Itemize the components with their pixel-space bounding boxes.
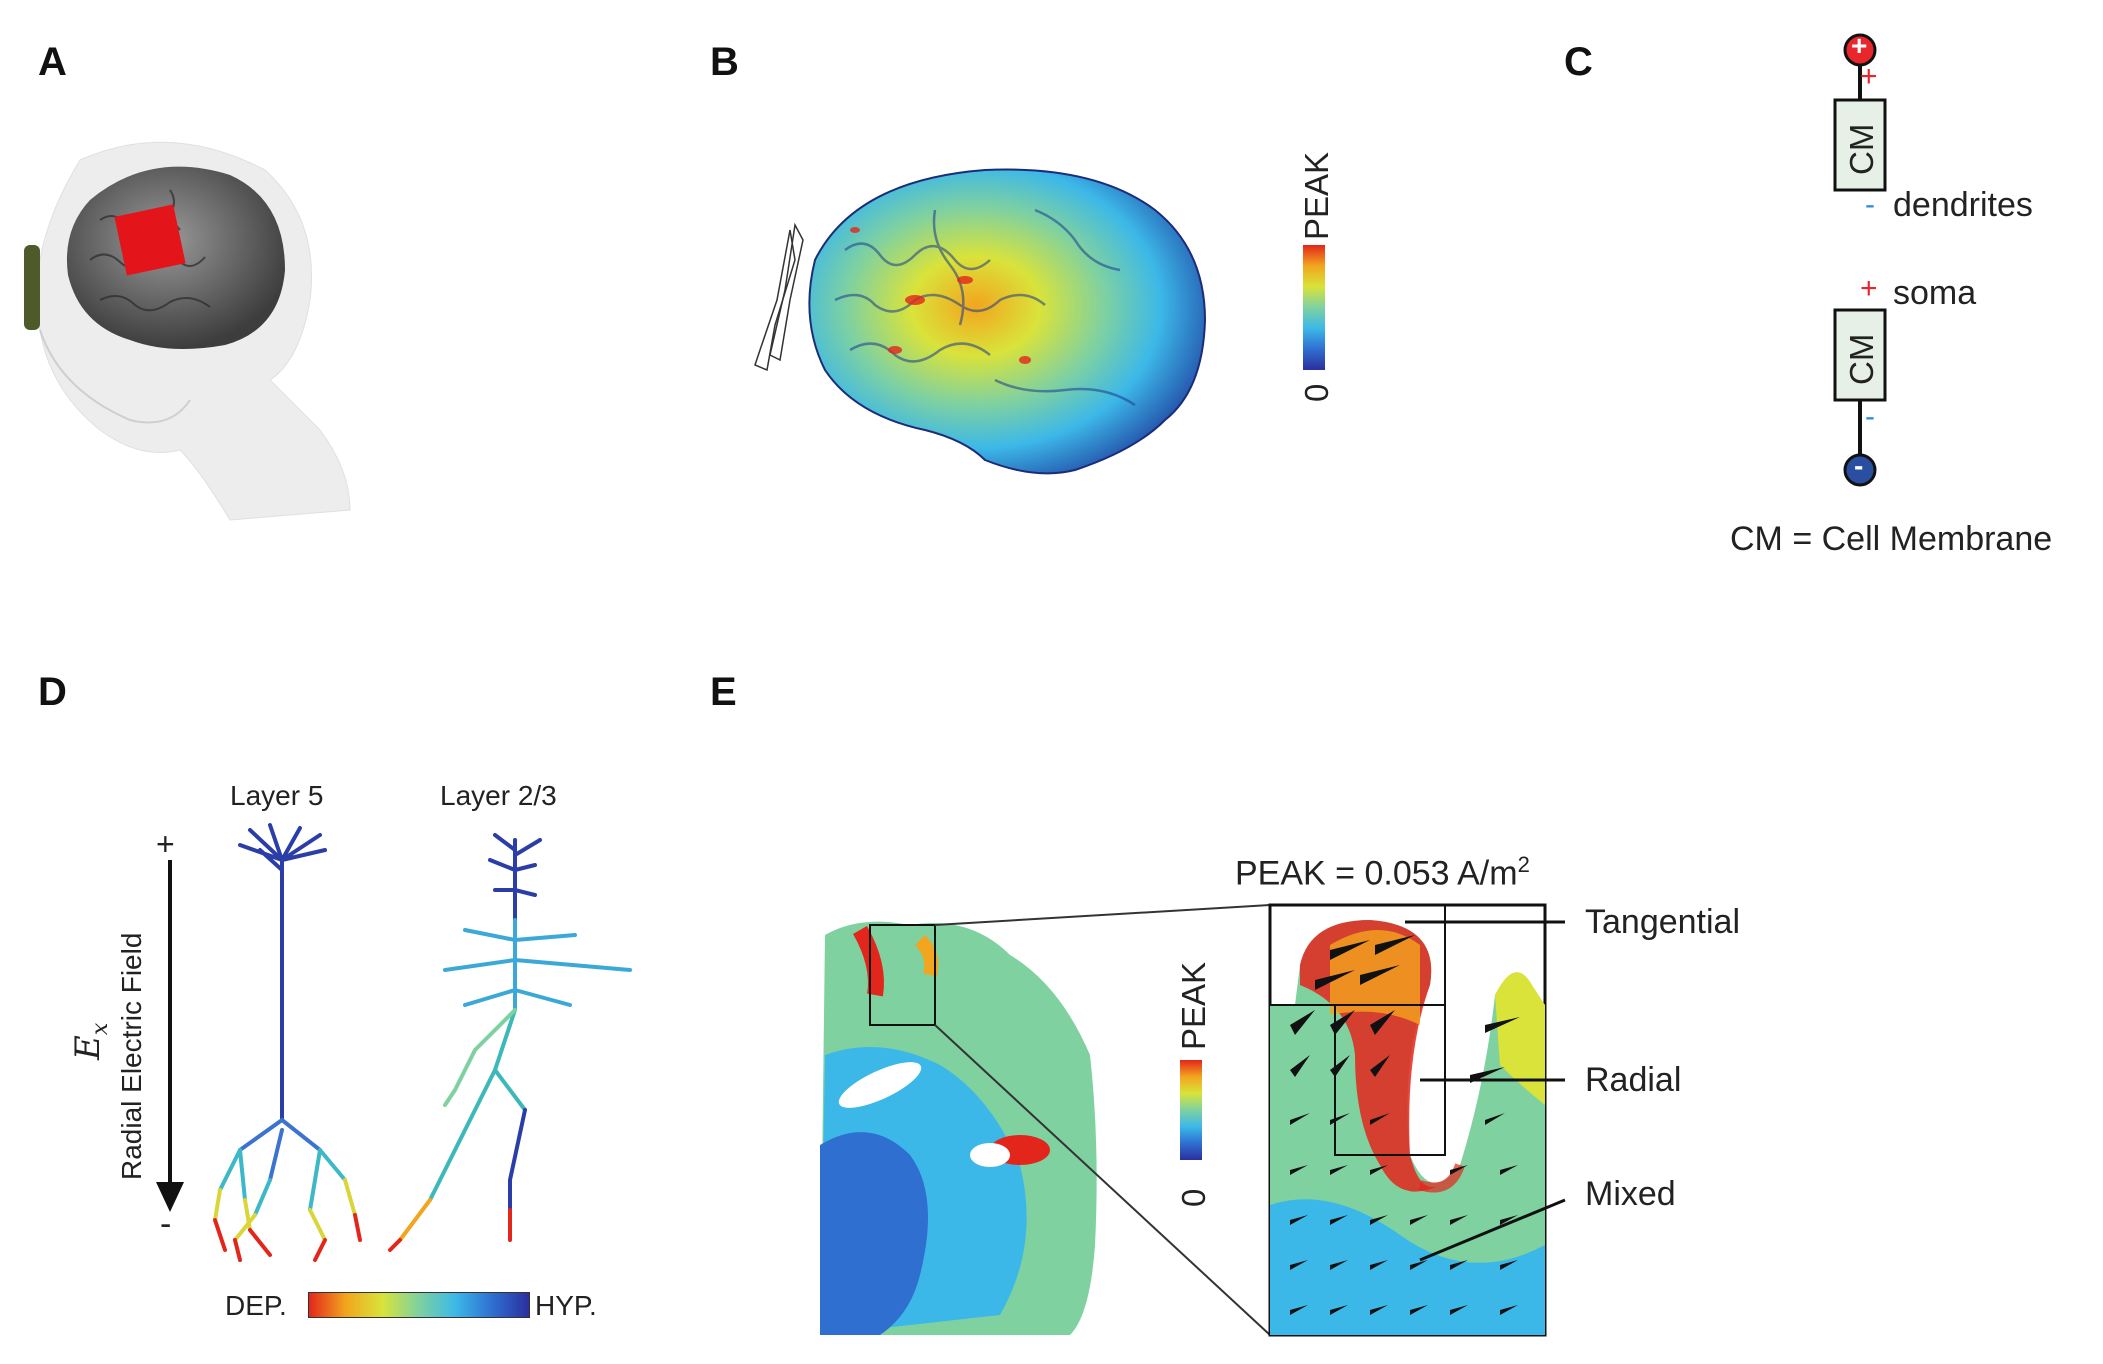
membrane-box-bottom	[1833, 308, 1887, 402]
positive-terminal	[1843, 33, 1877, 67]
callout-radial: Radial	[1585, 1061, 1682, 1099]
colorbar-d-right: HYP.	[535, 1290, 597, 1321]
panel-label-b: B	[710, 40, 739, 84]
membrane-circuit-diagram	[1833, 33, 1887, 487]
layer23-label: Layer 2/3	[440, 780, 557, 811]
cortex-current-density-map	[754, 168, 1207, 475]
minus-sign-dendrites: -	[1865, 188, 1875, 221]
plus-sign-top: +	[1860, 60, 1878, 93]
axis-minus: -	[160, 1205, 172, 1243]
soma-label: soma	[1893, 274, 1977, 312]
cm-legend: CM = Cell Membrane	[1730, 520, 2053, 558]
coronal-slice-map	[820, 915, 1100, 1335]
minus-sign-bottom: -	[1865, 400, 1875, 433]
zoomed-current-density-inset	[1268, 903, 1547, 1337]
terminal-plus-glyph: +	[1851, 30, 1868, 61]
colorbar-d	[308, 1292, 530, 1318]
colorbar-d-left: DEP.	[225, 1290, 287, 1321]
radial-field-arrow	[156, 860, 184, 1212]
layer5-label: Layer 5	[230, 780, 324, 811]
panel-label-e: E	[710, 670, 737, 714]
plus-sign-soma: +	[1860, 272, 1878, 305]
negative-terminal	[1843, 453, 1877, 487]
colorbar-b	[1303, 245, 1325, 370]
colorbar-e	[1180, 1060, 1202, 1160]
panel-label-c: C	[1564, 40, 1593, 84]
layer23-neuron	[388, 833, 632, 1252]
layer5-neuron	[213, 823, 362, 1262]
dendrites-label: dendrites	[1893, 186, 2033, 224]
membrane-box-top	[1833, 98, 1887, 192]
callout-mixed: Mixed	[1585, 1175, 1676, 1213]
callout-tangential: Tangential	[1585, 903, 1741, 941]
panel-label-d: D	[38, 670, 67, 714]
terminal-minus-glyph: -	[1854, 450, 1864, 481]
panel-label-a: A	[38, 40, 67, 84]
peak-value-label: PEAK = 0.053 A/m2	[1235, 852, 1530, 893]
tms-coil	[24, 245, 40, 330]
head-model-illustration	[24, 141, 351, 521]
axis-plus: +	[156, 826, 175, 862]
stimulation-region	[114, 204, 186, 276]
